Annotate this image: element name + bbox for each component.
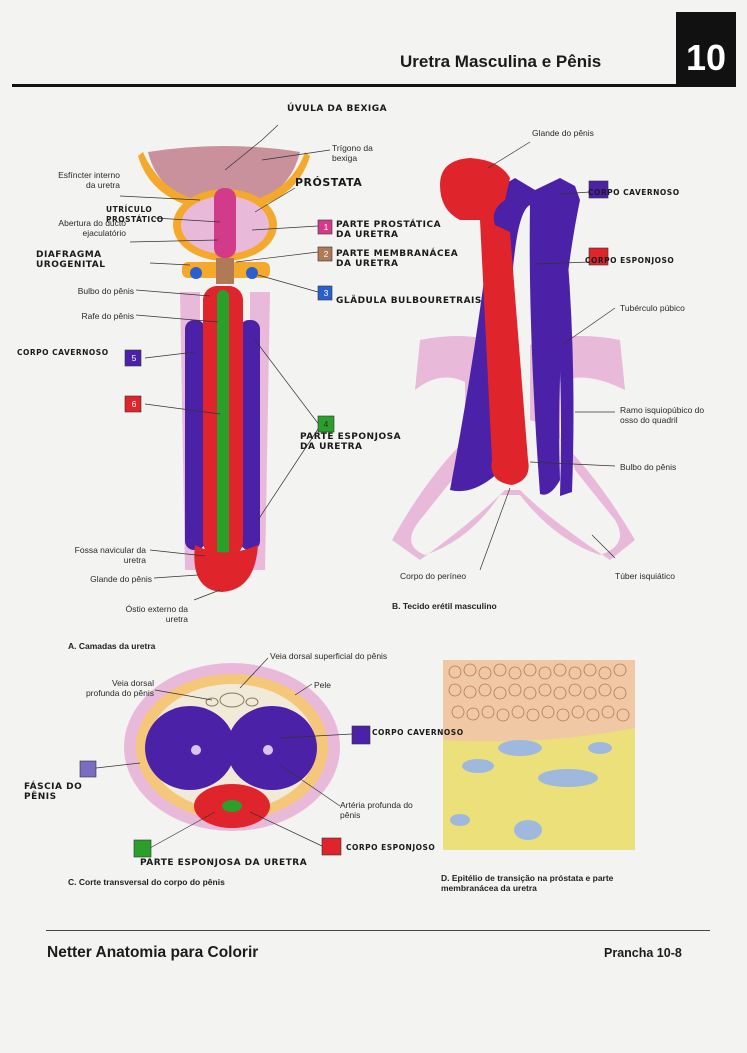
label-veia-prof: Veia dorsal profunda do pênis (85, 678, 154, 698)
label-glande-a: Glande do pênis (90, 574, 152, 584)
chapter-number: 10 (676, 12, 736, 86)
cavernosum-c-left (145, 706, 235, 790)
corpus-cavernosum-right (240, 320, 260, 550)
label-perineo: Corpo do períneo (400, 571, 467, 581)
bladder-shape (148, 146, 300, 200)
label-fascia: FÁSCIA DO PÊNIS (24, 782, 83, 802)
label-rafe: Rafe do pênis (81, 311, 134, 321)
label-bulbo-a: Bulbo do pênis (77, 286, 134, 296)
label-pele: Pele (314, 680, 332, 690)
label-bulbo-b: Bulbo do pênis (620, 462, 677, 472)
page-title: Uretra Masculina e Pênis (400, 52, 602, 71)
pelvic-bones (392, 336, 635, 560)
label-veia-sup: Veia dorsal superficial do pênis (270, 651, 388, 661)
label-parte-prostatica: PARTE PROSTÁTICA DA URETRA (336, 220, 442, 240)
panel-d-figure (443, 660, 635, 850)
footer-book-title: Netter Anatomia para Colorir (47, 944, 259, 961)
key-5: 5 (131, 353, 137, 363)
glans-a (194, 545, 258, 592)
bulbourethral-gland-right (246, 267, 258, 279)
key-6: 6 (131, 399, 137, 409)
label-prostata: PRÓSTATA (295, 176, 363, 189)
corpora-cavernosa-b (450, 178, 580, 495)
label-diafragma: DIAFRAGMA UROGENITAL (36, 250, 106, 270)
urethra-c (222, 800, 242, 812)
label-tuber: Túber isquiático (615, 571, 676, 581)
corpus-cavernosum-left (185, 320, 205, 550)
corpus-spongiosum-b (440, 158, 529, 485)
label-gladula: GLÂDULA BULBOURETRAIS (336, 296, 482, 306)
key-3: 3 (323, 288, 329, 298)
panel-c-figure (79, 657, 371, 858)
key-4: 4 (323, 419, 329, 429)
label-ostio: Óstio externo da uretra (125, 604, 188, 624)
header-rule (12, 84, 736, 87)
bulbourethral-gland-left (190, 267, 202, 279)
caption-d: D. Epitélio de transição na próstata e p… (441, 873, 614, 893)
footer-rule (46, 930, 710, 931)
label-corpo-esponjoso-c: CORPO ESPONJOSO (346, 843, 436, 852)
label-glande-b: Glande do pênis (532, 128, 594, 138)
label-fossa: Fossa navicular da uretra (74, 545, 146, 565)
epithelium-cells (443, 660, 635, 742)
label-abertura: Abertura do ducto ejaculatório (58, 218, 126, 238)
label-parte-membranacea: PARTE MEMBRANÁCEA DA URETRA (336, 249, 459, 269)
caption-b: B. Tecido erétil masculino (392, 601, 497, 611)
prostatic-urethra (214, 188, 236, 258)
label-esfincter: Esfíncter interno da uretra (58, 170, 120, 190)
label-utriculo: UTRÍCULO PROSTÁTICO (106, 205, 164, 224)
spongy-urethra (217, 290, 229, 585)
label-parte-esponjosa-c: PARTE ESPONJOSA DA URETRA (140, 858, 308, 868)
label-trigono: Trígono da bexiga (332, 143, 373, 163)
label-arteria: Artéria profunda do pênis (340, 800, 413, 820)
key-2: 2 (323, 249, 329, 259)
key-1: 1 (323, 222, 329, 232)
label-parte-esponjosa-a: PARTE ESPONJOSA DA URETRA (300, 432, 402, 452)
label-corpo-cavernoso-c: CORPO CAVERNOSO (372, 728, 464, 737)
label-corpo-esponjoso-b: CORPO ESPONJOSO (585, 256, 675, 265)
label-corpo-cavernoso-b: CORPO CAVERNOSO (588, 188, 680, 197)
panel-b-figure (392, 141, 635, 571)
label-ramo: Ramo isquiopúbico do osso do quadril (620, 405, 705, 425)
footer-plate-number: Prancha 10-8 (604, 946, 682, 960)
caption-c: C. Corte transversal do corpo do pênis (68, 877, 225, 887)
panel-a-figure (119, 124, 335, 601)
label-tuberculo: Tubérculo púbico (620, 303, 685, 313)
label-corpo-cavernoso-a: CORPO CAVERNOSO (17, 348, 109, 357)
caption-a: A. Camadas da uretra (68, 641, 156, 651)
label-uvula: ÚVULA DA BEXIGA (287, 104, 388, 114)
